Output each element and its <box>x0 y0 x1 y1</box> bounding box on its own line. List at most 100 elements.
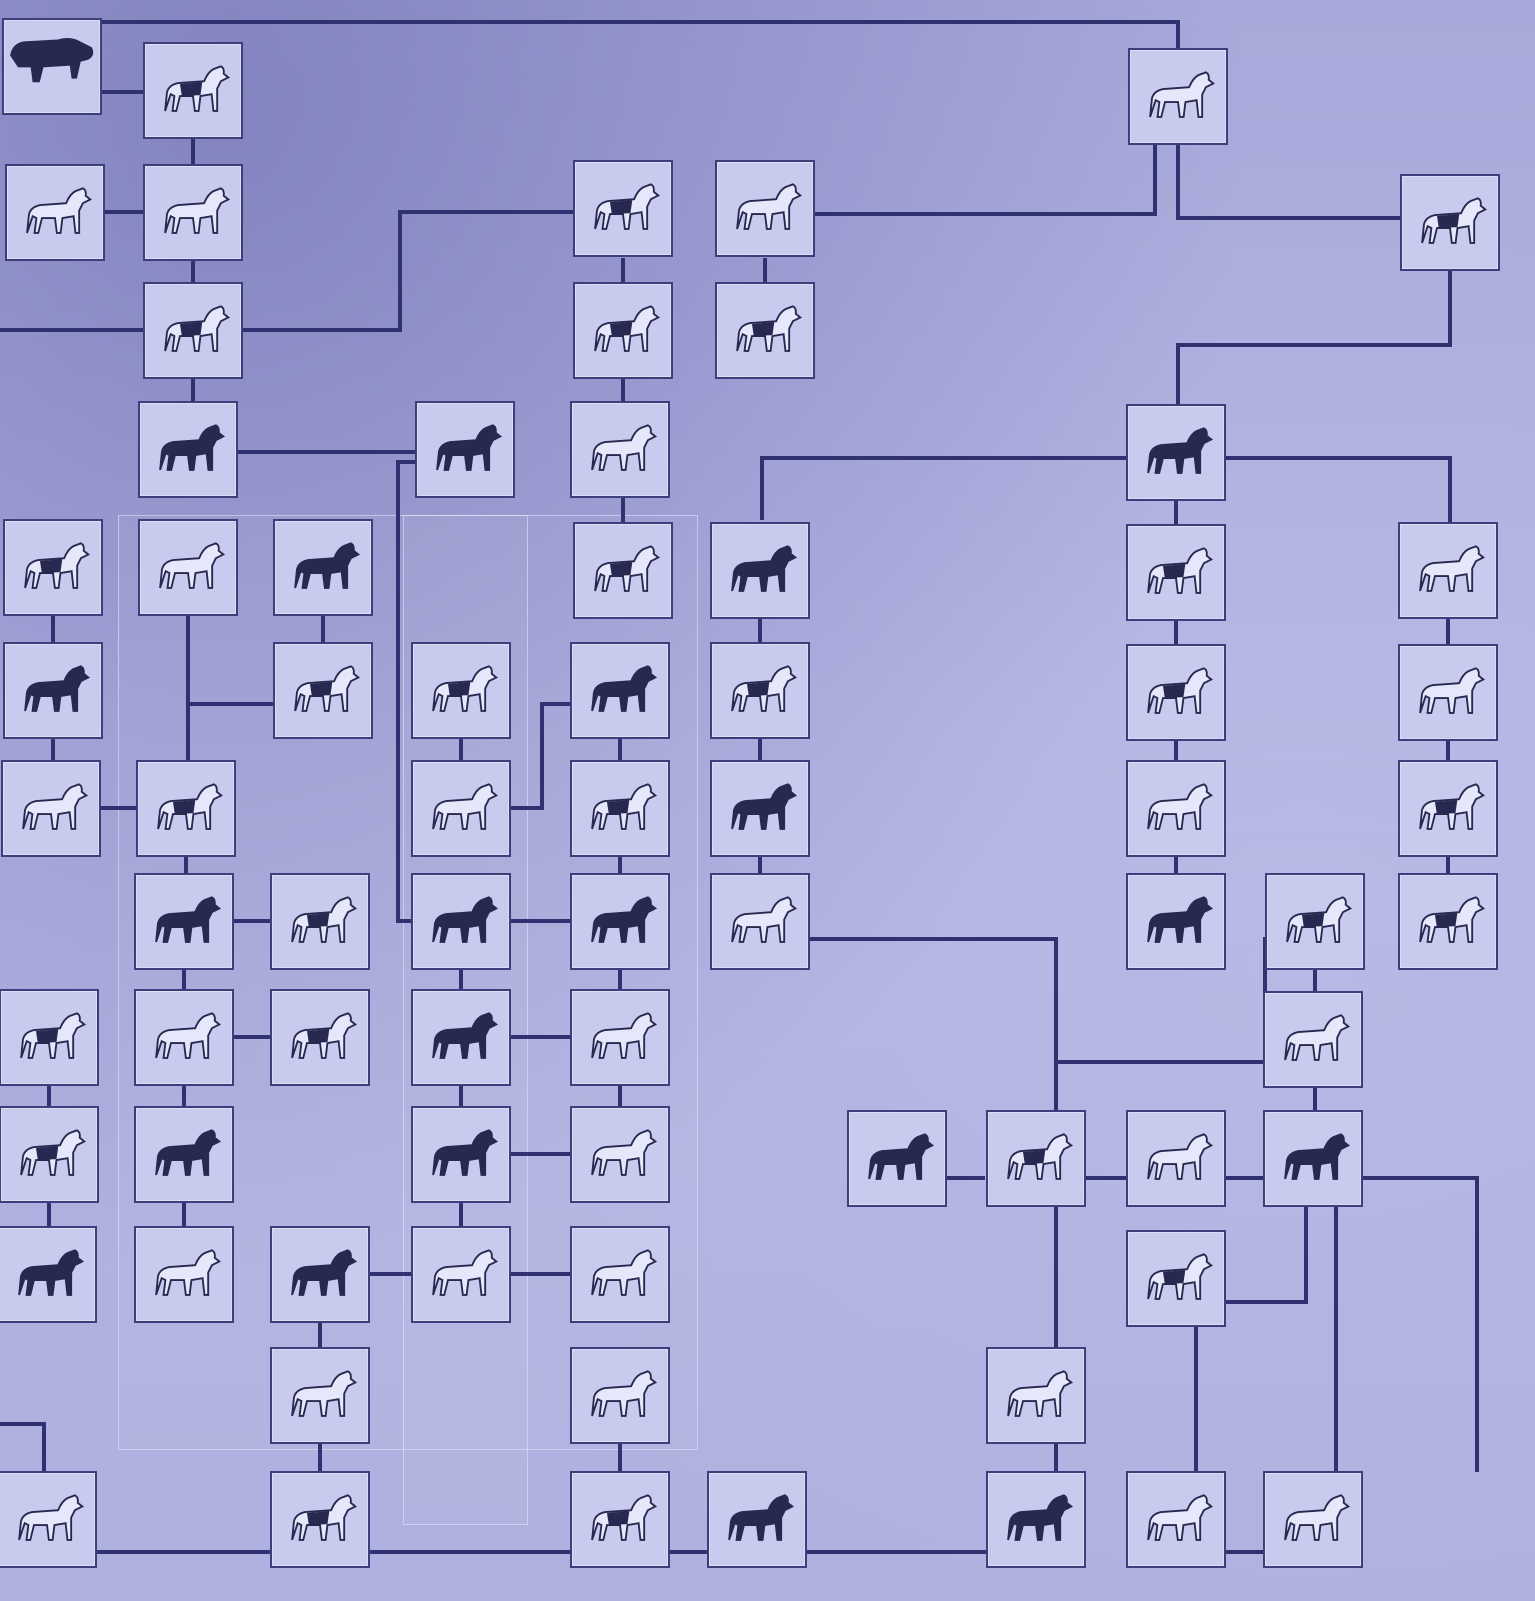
breed-node <box>0 1105 99 1203</box>
dog-silhouette-icon <box>291 1493 358 1541</box>
breed-node <box>2 17 102 115</box>
breed-node <box>715 281 815 379</box>
connector-line <box>1362 1176 1479 1472</box>
breed-node <box>1126 403 1226 501</box>
breed-node <box>273 518 373 616</box>
dog-silhouette-icon <box>1149 70 1216 118</box>
breed-node <box>1126 759 1226 857</box>
breed-node <box>715 159 815 257</box>
breed-node <box>570 641 670 739</box>
dog-silhouette-icon <box>18 1493 85 1541</box>
breed-node <box>1400 173 1500 271</box>
breed-node <box>143 41 243 139</box>
breed-node <box>270 872 370 970</box>
breed-node <box>1398 521 1498 619</box>
dog-silhouette-icon <box>1147 1252 1214 1300</box>
breed-node <box>411 1225 511 1323</box>
breed-node <box>143 281 243 379</box>
breed-node <box>3 518 103 616</box>
breed-node <box>986 1346 1086 1444</box>
dog-silhouette-icon <box>1284 1132 1351 1180</box>
breed-node <box>134 1105 234 1203</box>
dog-silhouette-icon <box>155 1248 222 1296</box>
breed-node <box>1126 1109 1226 1207</box>
dog-silhouette-icon <box>591 664 658 712</box>
dog-silhouette-icon <box>432 1128 499 1176</box>
breed-node <box>143 163 243 261</box>
breed-node <box>5 163 105 261</box>
dog-silhouette-icon <box>728 1493 795 1541</box>
dog-silhouette-icon <box>294 664 361 712</box>
dog-silhouette-icon <box>591 1128 658 1176</box>
breed-node <box>134 872 234 970</box>
dog-silhouette-icon <box>26 186 93 234</box>
breed-node <box>710 759 810 857</box>
dog-silhouette-icon <box>155 1128 222 1176</box>
breed-node <box>415 400 515 498</box>
breed-node <box>847 1109 947 1207</box>
breed-node <box>134 988 234 1086</box>
breed-node <box>411 988 511 1086</box>
dog-silhouette-icon <box>159 423 226 471</box>
dog-silhouette-icon <box>591 1493 658 1541</box>
cow-icon <box>10 37 94 82</box>
dog-silhouette-icon <box>436 423 503 471</box>
dog-silhouette-icon <box>22 782 89 830</box>
connector-line <box>1176 145 1400 220</box>
connector-line <box>396 460 415 923</box>
breed-node <box>570 988 670 1086</box>
breed-node <box>411 872 511 970</box>
breed-node <box>1126 872 1226 970</box>
breed-node <box>573 159 673 257</box>
breed-node <box>573 521 673 619</box>
dog-silhouette-icon <box>294 541 361 589</box>
dog-silhouette-icon <box>20 1128 87 1176</box>
dog-silhouette-icon <box>591 895 658 943</box>
breed-node <box>710 521 810 619</box>
dog-silhouette-icon <box>594 182 661 230</box>
dog-silhouette-icon <box>1284 1493 1351 1541</box>
dog-silhouette-icon <box>155 1011 222 1059</box>
dog-silhouette-icon <box>291 1011 358 1059</box>
breed-node <box>3 641 103 739</box>
dog-silhouette-icon <box>1147 546 1214 594</box>
dog-silhouette-icon <box>159 541 226 589</box>
breed-node <box>0 1470 97 1568</box>
breed-node <box>1263 1470 1363 1568</box>
dog-silhouette-icon <box>1419 666 1486 714</box>
connector-line <box>510 702 572 810</box>
connector-line <box>760 456 1128 520</box>
breed-node <box>1398 643 1498 741</box>
dog-silhouette-icon <box>291 1369 358 1417</box>
breed-node <box>411 1105 511 1203</box>
breed-node <box>1265 872 1365 970</box>
dog-silhouette-icon <box>1419 544 1486 592</box>
dog-silhouette-icon <box>291 895 358 943</box>
dog-silhouette-icon <box>291 1248 358 1296</box>
breed-node <box>570 872 670 970</box>
dog-silhouette-icon <box>432 664 499 712</box>
breed-node <box>707 1470 807 1568</box>
breed-node <box>411 759 511 857</box>
connector-line <box>1176 270 1452 404</box>
dog-silhouette-icon <box>594 304 661 352</box>
dog-silhouette-icon <box>18 1248 85 1296</box>
dog-silhouette-icon <box>731 782 798 830</box>
connector-line <box>0 1422 46 1472</box>
breed-node <box>710 872 810 970</box>
connector-line <box>810 937 1058 1110</box>
dog-silhouette-icon <box>164 186 231 234</box>
dog-silhouette-icon <box>24 664 91 712</box>
breed-node <box>138 400 238 498</box>
connector-line <box>1226 1206 1308 1304</box>
breed-node <box>1263 1109 1363 1207</box>
breed-node <box>710 641 810 739</box>
dog-silhouette-icon <box>1419 782 1486 830</box>
dog-silhouette-icon <box>1147 666 1214 714</box>
breed-node <box>1126 643 1226 741</box>
breed-node <box>270 988 370 1086</box>
dog-silhouette-icon <box>1147 1132 1214 1180</box>
dog-silhouette-icon <box>1007 1493 1074 1541</box>
dog-silhouette-icon <box>157 782 224 830</box>
breed-node <box>273 641 373 739</box>
